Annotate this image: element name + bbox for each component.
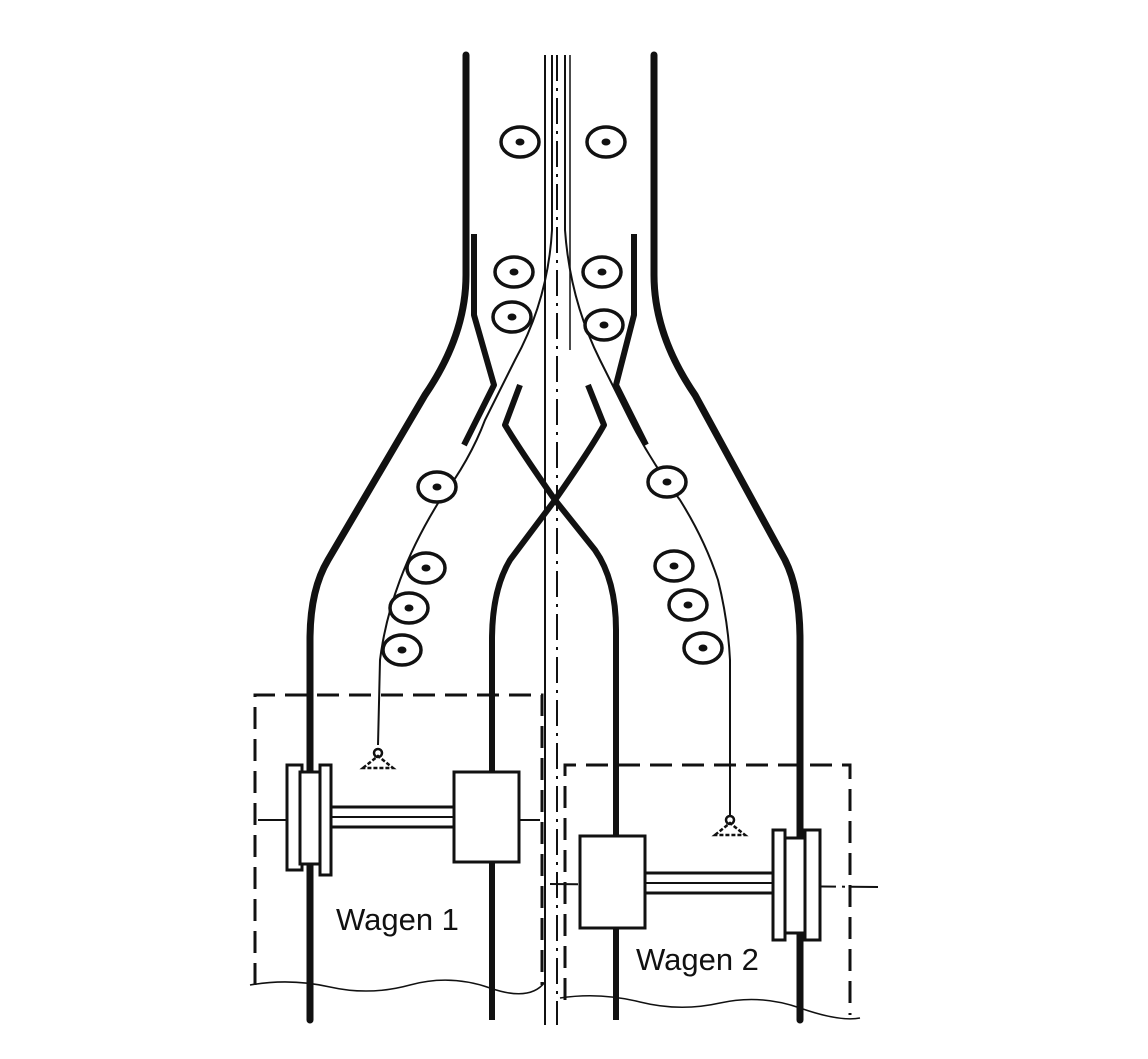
- wagon-2-bearing-box: [578, 834, 647, 930]
- crossing-rail-left: [502, 383, 619, 1020]
- ground-line-1: [249, 979, 546, 995]
- wagon-1-bearing-box: [452, 770, 521, 864]
- disc-symbol: [585, 125, 627, 159]
- wagon-1-wheel-flange: [318, 763, 333, 877]
- guard-rail-right: [613, 234, 649, 447]
- sensor-symbol: [713, 814, 747, 837]
- disc-symbol: [646, 465, 688, 499]
- outer-right-rail: [650, 51, 804, 1024]
- wagon-1-label: Wagen 1: [336, 902, 459, 937]
- disc-symbol: [388, 591, 430, 625]
- disc-symbol: [667, 588, 709, 622]
- disc-symbol: [381, 633, 423, 667]
- disc-symbol: [493, 255, 535, 289]
- disc-symbol: [491, 300, 533, 334]
- wagon-2-wheel-outer: [803, 828, 822, 942]
- disc-symbol: [499, 125, 541, 159]
- crossing-rail-right: [489, 383, 607, 1020]
- disc-symbol: [682, 631, 724, 665]
- wagon-2-wheel-inner: [783, 836, 807, 935]
- outer-left-rail: [306, 51, 470, 1024]
- guard-rail-left: [461, 234, 497, 447]
- disc-symbol: [416, 470, 458, 504]
- wagon-2-wheel-flange: [771, 828, 787, 942]
- disc-symbol: [653, 549, 695, 583]
- wagon-2-frame: [563, 763, 852, 1015]
- sensor-symbol: [361, 747, 395, 770]
- ground-line-2: [559, 995, 861, 1020]
- disc-symbol: [405, 551, 447, 585]
- wagon-2-label: Wagen 2: [636, 942, 759, 977]
- wagon-1-frame: [253, 693, 544, 985]
- wagon-1-wheel-inner: [298, 770, 322, 866]
- conveyor-line-right: [564, 55, 731, 815]
- disc-symbol: [581, 255, 623, 289]
- disc-symbol: [583, 308, 625, 342]
